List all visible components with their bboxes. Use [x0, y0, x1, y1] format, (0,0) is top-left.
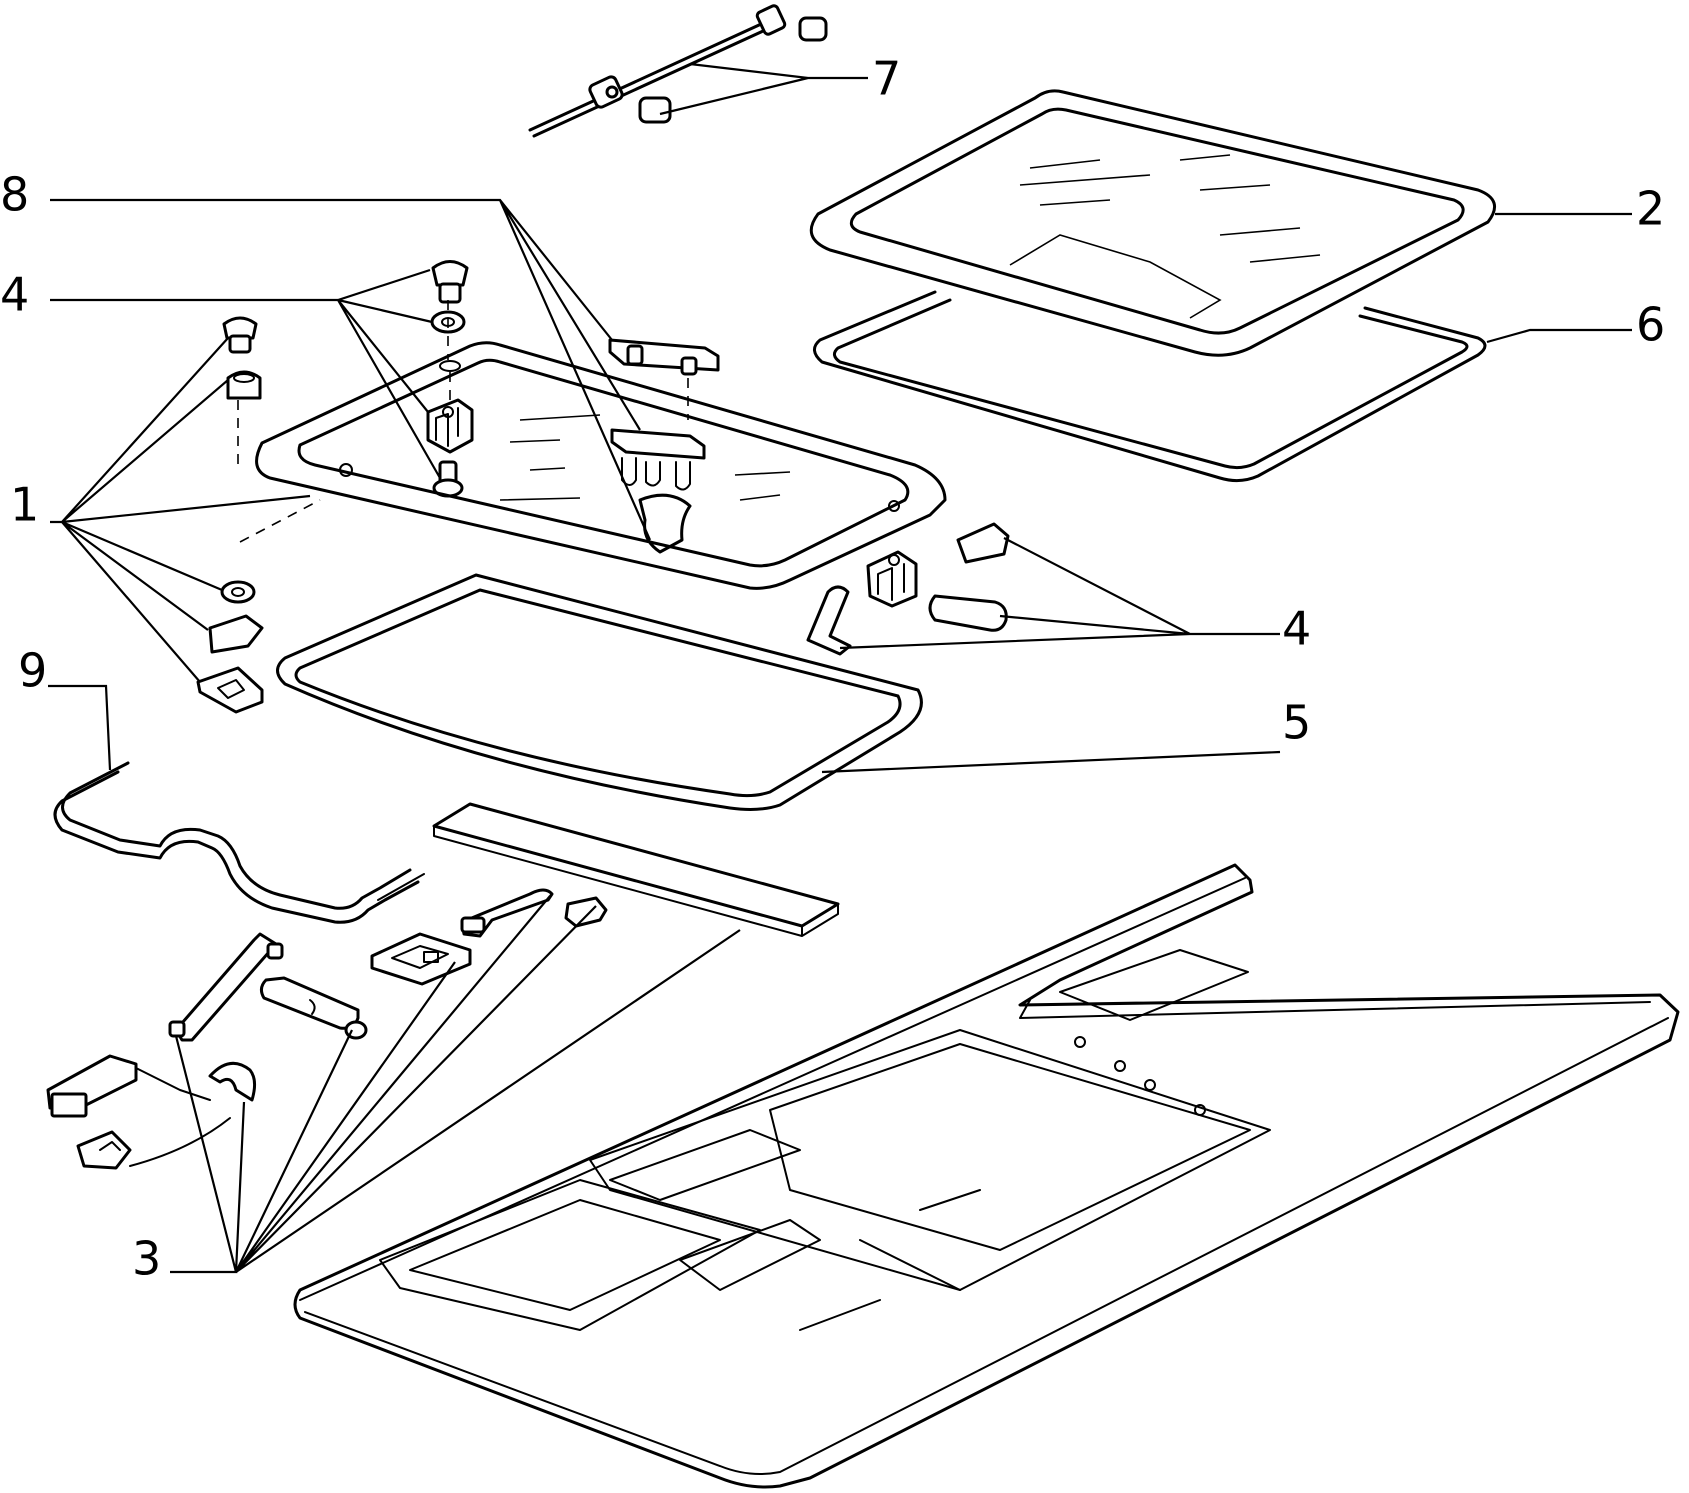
- sunshade-board: [432, 802, 840, 937]
- callout-4-right: 4: [1282, 602, 1311, 656]
- callout-9: 9: [18, 644, 47, 698]
- callout-2: 2: [1636, 182, 1665, 236]
- sunroof-tray-panel: [255, 341, 947, 590]
- frame-seal-part-6: [813, 290, 1487, 483]
- callout-labels: 7 8 2 4 6 1 4 9 5 3: [0, 52, 1665, 1286]
- callout-5: 5: [1282, 696, 1311, 750]
- lower-seal-part-5: [276, 573, 923, 811]
- callout-6: 6: [1636, 298, 1665, 352]
- glass-panel-part-2: [809, 89, 1497, 357]
- drive-cable-part-9: [53, 761, 425, 924]
- hardware-kit-part-3: [46, 888, 608, 1170]
- callout-8: 8: [0, 168, 29, 222]
- callout-7: 7: [872, 52, 901, 106]
- fasteners-part-1: [196, 316, 321, 714]
- hinge-hardware-part-4-right: [806, 522, 1010, 656]
- roof-panel-body: [293, 863, 1680, 1489]
- callout-1: 1: [10, 478, 39, 532]
- cable-assembly-part-7: [528, 4, 828, 138]
- deflector-hinges-part-8: [608, 338, 720, 554]
- hinge-hardware-part-4-upper: [426, 260, 474, 498]
- callout-4-upper: 4: [0, 268, 29, 322]
- leader-lines: [48, 62, 1632, 1274]
- callout-3: 3: [132, 1232, 161, 1286]
